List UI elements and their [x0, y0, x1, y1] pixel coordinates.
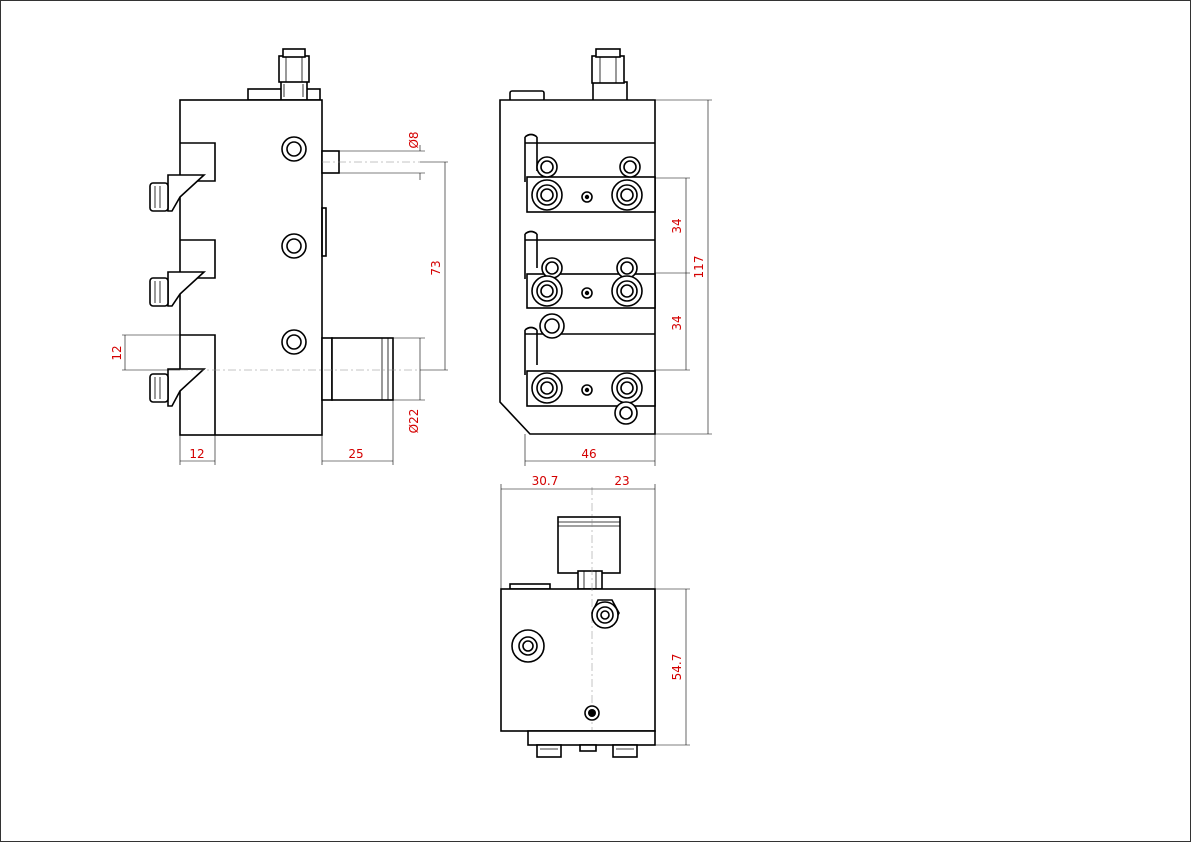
- dim-front-upper-pitch: 34: [670, 218, 684, 233]
- dim-side-top-diameter: Ø8: [407, 131, 421, 148]
- dim-side-port-length: 25: [348, 447, 363, 461]
- side-view-dimensions: [122, 145, 448, 465]
- dim-side-slot-height: 12: [110, 345, 124, 360]
- dim-side-port-diameter: Ø22: [407, 409, 421, 434]
- bottom-view: [500, 487, 656, 758]
- dim-side-slot-width: 12: [189, 447, 204, 461]
- bottom-view-dimensions: [500, 484, 690, 746]
- front-view: [499, 48, 656, 435]
- front-view-dimensions: [524, 99, 712, 466]
- dim-side-center-spacing: 73: [429, 260, 443, 275]
- dim-bottom-left-width: 30.7: [532, 474, 559, 488]
- dim-bottom-right-width: 23: [614, 474, 629, 488]
- dim-bottom-height: 54.7: [670, 654, 684, 681]
- dim-front-height: 117: [692, 256, 706, 279]
- dim-front-width: 46: [581, 447, 596, 461]
- side-view: [149, 48, 425, 436]
- dim-front-lower-pitch: 34: [670, 315, 684, 330]
